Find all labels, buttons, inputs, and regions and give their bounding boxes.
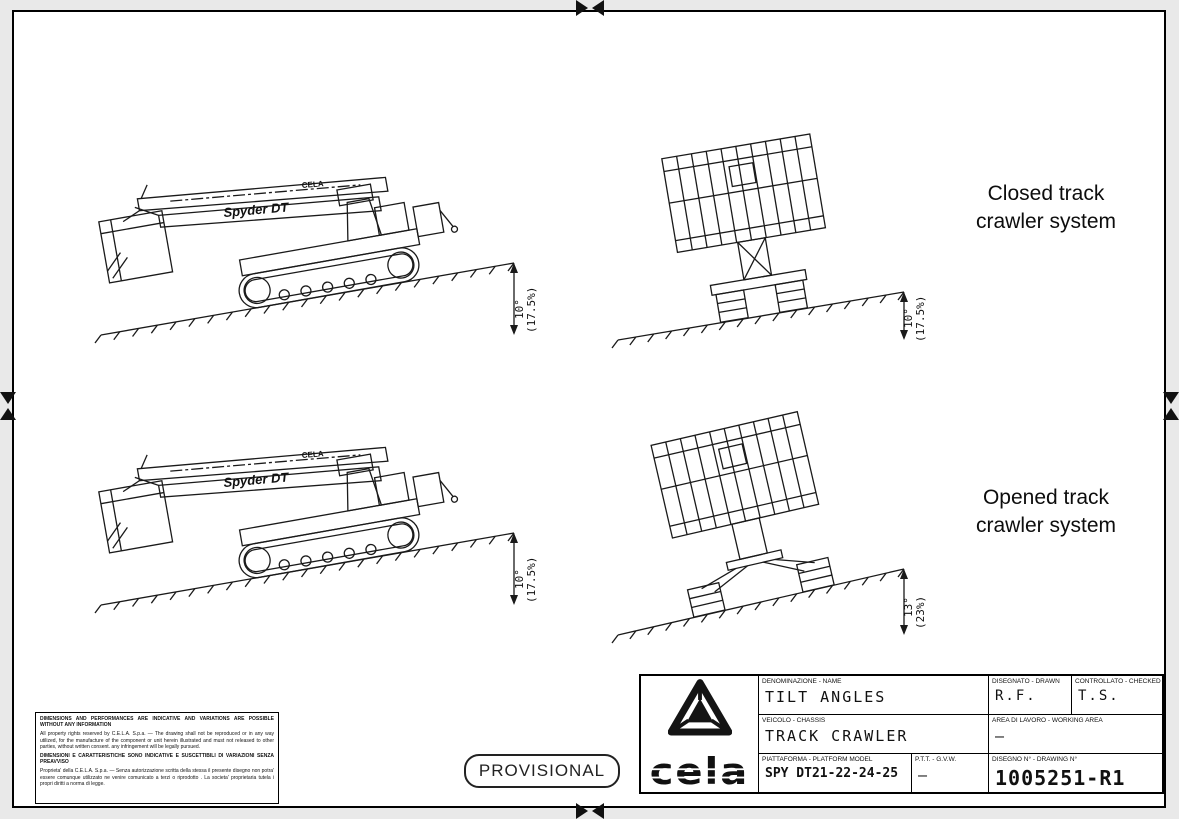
cela-wordmark: cela [649, 750, 750, 794]
working-area-value: — [995, 727, 1007, 745]
legal-it-body: Proprieta' della C.E.L.A. S.p.a. — Senza… [40, 768, 274, 787]
titleblock-name-cell: DENOMINAZIONE - NAME TILT ANGLES [759, 676, 989, 714]
svg-text:10°: 10° [513, 569, 526, 589]
view-rear-closed: 10° (17.5%) [611, 107, 927, 349]
drawing-no-label: DISEGNO N° - DRAWING N° [992, 756, 1078, 763]
drawn-label: DISEGNATO - DRAWN [992, 678, 1060, 685]
working-area-label: AREA DI LAVORO - WORKING AREA [992, 717, 1103, 724]
legal-it-title: DIMENSIONI E CARATTERISTICHE SONO INDICA… [40, 753, 274, 766]
legal-notice-box: DIMENSIONS AND PERFORMANCES ARE INDICATI… [35, 712, 279, 804]
platform-label: PIATTAFORMA - PLATFORM MODEL [762, 756, 873, 763]
name-value: TILT ANGLES [765, 688, 887, 706]
svg-text:13°: 13° [902, 597, 915, 617]
platform-value: SPY DT21-22-24-25 [765, 766, 899, 781]
caption-closed-system: Closed track crawler system [975, 182, 1117, 233]
legal-en-body: All property rights reserved by C.E.L.A.… [40, 731, 274, 750]
titleblock-platform-cell: PIATTAFORMA - PLATFORM MODEL SPY DT21-22… [759, 754, 912, 792]
titleblock-working-area-cell: AREA DI LAVORO - WORKING AREA — [989, 715, 1162, 753]
gvw-value: — [918, 766, 930, 784]
chassis-value: TRACK CRAWLER [765, 727, 909, 745]
center-mark-right-icon [1163, 392, 1179, 420]
svg-text:(17.5%): (17.5%) [525, 287, 538, 333]
angle-label-rear-closed: 10° (17.5%) [902, 296, 927, 342]
view-side-closed: 10° (17.5%) [93, 132, 538, 344]
svg-text:(23%): (23%) [914, 596, 927, 629]
titleblock-drawn-cell: DISEGNATO - DRAWN R.F. [989, 676, 1072, 714]
chassis-label: VEICOLO - CHASSIS [762, 717, 826, 724]
legal-en-title: DIMENSIONS AND PERFORMANCES ARE INDICATI… [40, 716, 274, 729]
angle-label-side-opened: 10° (17.5%) [513, 557, 538, 603]
svg-text:10°: 10° [513, 299, 526, 319]
svg-text:(17.5%): (17.5%) [525, 557, 538, 603]
provisional-stamp: PROVISIONAL [464, 754, 620, 788]
angle-label-rear-opened: 13° (23%) [902, 596, 927, 629]
titleblock-drawing-no-cell: DISEGNO N° - DRAWING N° 1005251-R1 [989, 754, 1162, 792]
center-mark-bottom-icon [576, 803, 604, 819]
caption-opened-system: Opened track crawler system [975, 486, 1117, 537]
svg-text:10°: 10° [902, 308, 915, 328]
view-side-opened: 10° (17.5%) [93, 402, 538, 614]
titleblock-chassis-cell: VEICOLO - CHASSIS TRACK CRAWLER [759, 715, 989, 753]
gvw-label: P.T.T. - G.V.W. [915, 756, 957, 763]
center-mark-left-icon [0, 392, 16, 420]
cela-logo-icon [667, 679, 732, 736]
angle-label-side-closed: 10° (17.5%) [513, 287, 538, 333]
drawing-sheet: 10° (17.5%) 10° (17.5%) Closed track cra… [12, 10, 1166, 808]
view-rear-opened: 13° (23%) [611, 392, 927, 644]
drawn-value: R.F. [995, 688, 1037, 704]
svg-text:(17.5%): (17.5%) [914, 296, 927, 342]
titleblock-checked-cell: CONTROLLATO - CHECKED T.S. [1072, 676, 1162, 714]
drawing-no-value: 1005251-R1 [995, 766, 1126, 790]
checked-label: CONTROLLATO - CHECKED [1075, 678, 1161, 685]
title-block: cela DENOMINAZIONE - NAME TILT ANGLES DI… [639, 674, 1164, 794]
center-mark-top-icon [576, 0, 604, 16]
checked-value: T.S. [1078, 688, 1120, 704]
name-label: DENOMINAZIONE - NAME [762, 678, 842, 685]
titleblock-gvw-cell: P.T.T. - G.V.W. — [912, 754, 989, 792]
logo-cell: cela [641, 676, 759, 792]
